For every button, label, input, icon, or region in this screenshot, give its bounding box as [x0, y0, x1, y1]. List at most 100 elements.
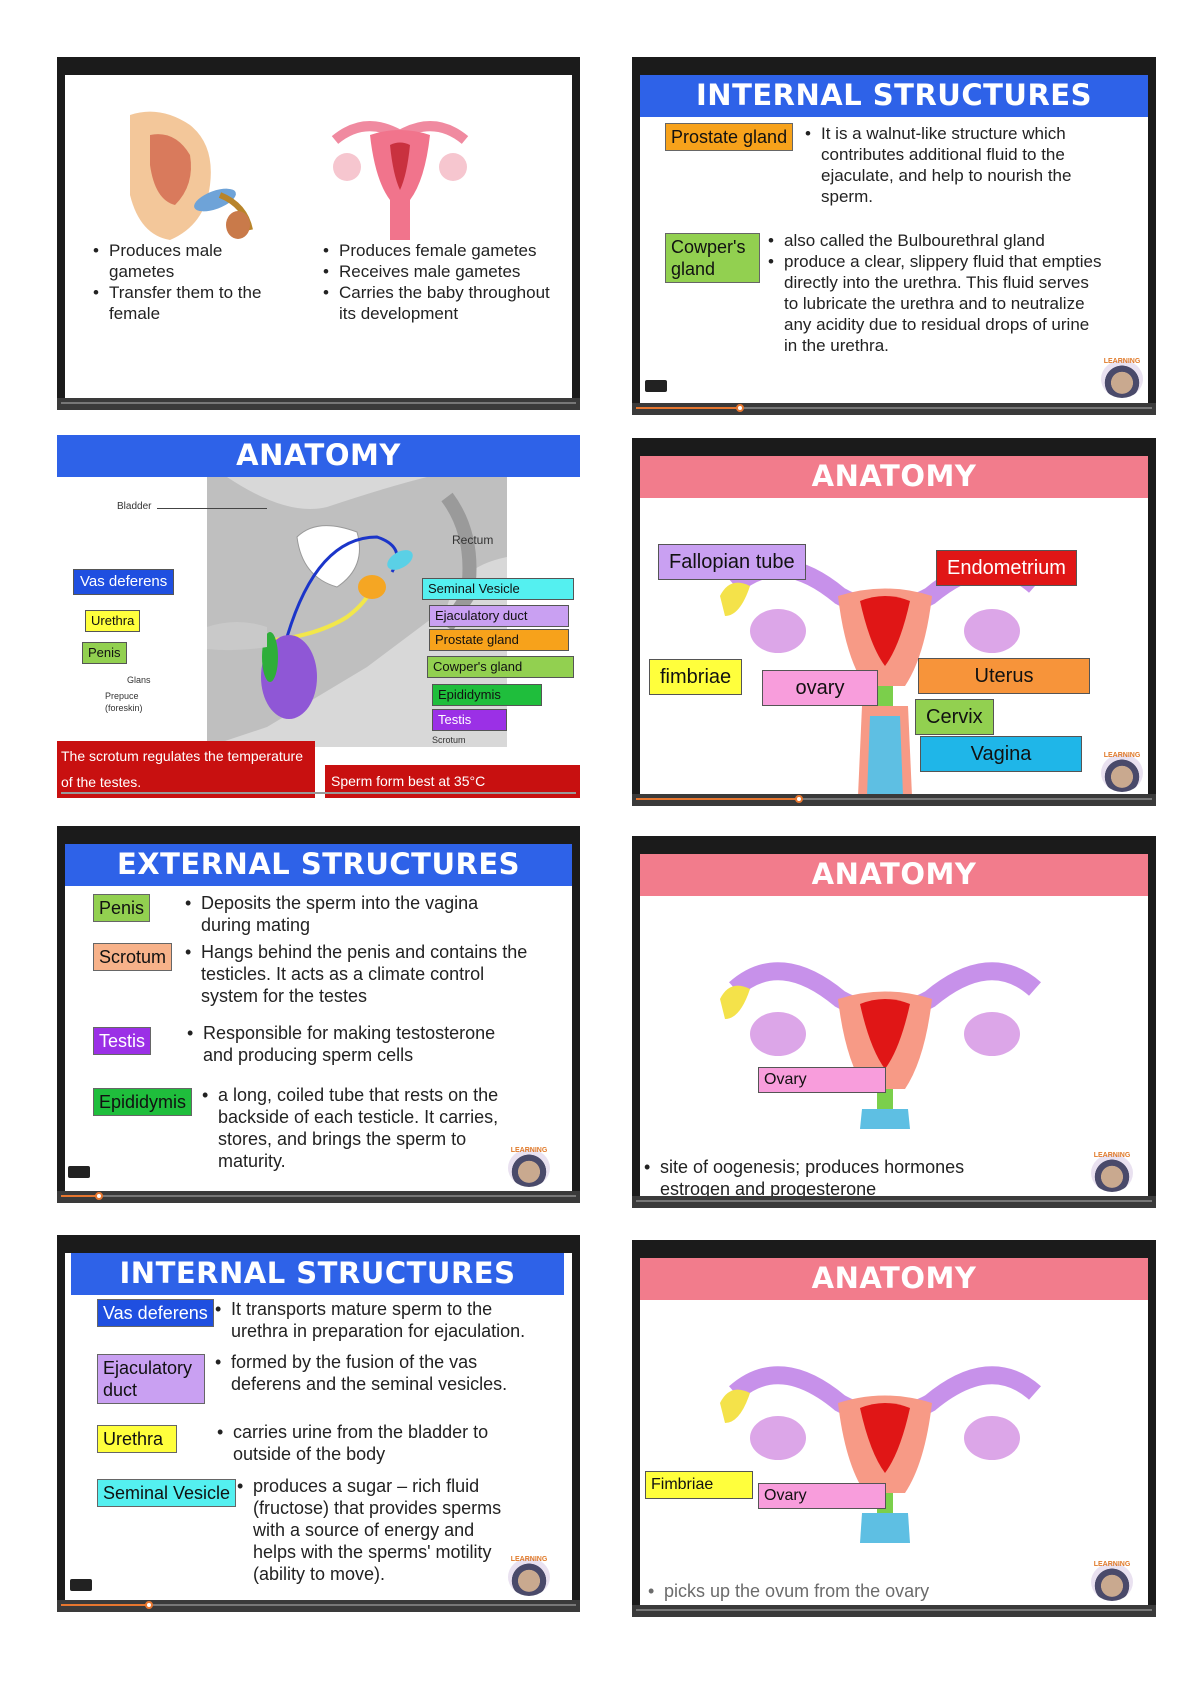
endometrium-label: Endometrium [936, 550, 1077, 586]
slide-content: Produces male gametes Transfer them to t… [65, 75, 572, 398]
scrotum-caption: The scrotum regulates the temperature of… [57, 741, 315, 798]
prepuce-label: Prepuce [105, 691, 139, 701]
learning-logo: LEARNING [1101, 358, 1143, 398]
video-progress-bar[interactable] [57, 398, 580, 410]
progress-handle[interactable] [95, 1192, 103, 1200]
learning-logo: LEARNING [1091, 1561, 1133, 1601]
uterus-label: Uterus [918, 658, 1090, 694]
epididymis-label: Epididymis [432, 684, 542, 706]
slide-title: ANATOMY [640, 1258, 1148, 1300]
caption-button[interactable] [70, 1579, 92, 1591]
slide-ovary: ANATOMY Ovary site of oogenesis; produce… [632, 836, 1156, 1208]
slide-content: EXTERNAL STRUCTURES Penis Deposits the s… [65, 844, 572, 1191]
video-progress-bar[interactable] [57, 1191, 580, 1203]
learning-logo: LEARNING [1091, 1152, 1133, 1192]
list-item: Responsible for making testosterone and … [187, 1022, 527, 1066]
rectum-label: Rectum [452, 533, 494, 547]
seminal-vesicle-label: Seminal Vesicle [97, 1479, 237, 1507]
cowpers-gland-description: also called the Bulbourethral gland prod… [768, 230, 1103, 356]
slide-content: INTERNAL STRUCTURES Vas deferens It tran… [65, 1253, 572, 1600]
male-reproductive-illustration [130, 111, 253, 241]
cowpers-gland-label: Cowper's gland [665, 233, 760, 283]
testis-label: Testis [432, 709, 507, 731]
penis-label: Penis [93, 894, 151, 922]
ovary-label: ovary [762, 670, 878, 706]
urethra-description: carries urine from the bladder to outsid… [217, 1421, 517, 1465]
list-item: produce a clear, slippery fluid that emp… [768, 251, 1103, 356]
video-progress-bar[interactable] [632, 794, 1156, 806]
epididymis-description: a long, coiled tube that rests on the ba… [202, 1084, 532, 1172]
list-item: It is a walnut-like structure which cont… [805, 123, 1105, 207]
slide-content: ANATOMY Ovary site of oogenesis; produce… [640, 854, 1148, 1196]
cowpers-gland-label: Cowper's gland [427, 656, 574, 678]
video-progress-bar[interactable] [632, 1605, 1156, 1617]
prostate-gland-label: Prostate gland [429, 629, 569, 651]
scrotum-label: Scrotum [432, 735, 466, 745]
scrotum-label: Scrotum [93, 943, 173, 971]
female-anatomy-diagram [720, 962, 1041, 1129]
scrotum-description: Hangs behind the penis and contains the … [185, 941, 535, 1007]
list-item: also called the Bulbourethral gland [768, 230, 1103, 251]
ejaculatory-duct-label: Ejaculatory duct [97, 1354, 205, 1404]
video-progress-bar[interactable] [632, 1196, 1156, 1208]
seminal-vesicle-label: Seminal Vesicle [422, 578, 574, 600]
list-item: It transports mature sperm to the urethr… [215, 1298, 545, 1342]
epididymis-label: Epididymis [93, 1088, 193, 1116]
male-anatomy-diagram [207, 477, 507, 747]
slide-title: INTERNAL STRUCTURES [640, 75, 1148, 117]
testis-label: Testis [93, 1027, 152, 1055]
list-item: Hangs behind the penis and contains the … [185, 941, 535, 1007]
learning-logo: LEARNING [508, 1147, 550, 1187]
slide-internal-structures-ducts: INTERNAL STRUCTURES Vas deferens It tran… [57, 1235, 580, 1612]
caption-button[interactable] [645, 380, 667, 392]
progress-handle[interactable] [736, 404, 744, 412]
caption-button[interactable] [68, 1166, 90, 1178]
fimbriae-label: fimbriae [649, 659, 743, 695]
glans-label: Glans [127, 675, 151, 685]
ovary-description: site of oogenesis; produces hormones est… [644, 1156, 1024, 1196]
seminal-vesicle-description: produces a sugar – rich fluid (fructose)… [237, 1475, 517, 1585]
slide-title: INTERNAL STRUCTURES [71, 1253, 564, 1295]
progress-handle[interactable] [795, 795, 803, 803]
male-function-list: Produces male gametes Transfer them to t… [93, 240, 283, 324]
vagina-label: Vagina [920, 736, 1082, 772]
list-item: Produces female gametes [323, 240, 553, 261]
urethra-label: Urethra [85, 610, 141, 632]
slide-content: ANATOMY Fallopian tube Endometrium fimbr… [640, 456, 1148, 794]
female-reproductive-illustration [331, 121, 469, 240]
ovary-label: Ovary [758, 1483, 886, 1509]
list-item: carries urine from the bladder to outsid… [217, 1421, 517, 1465]
cervix-label: Cervix [915, 699, 994, 735]
slide-title: ANATOMY [640, 854, 1148, 896]
vas-deferens-label: Vas deferens [73, 569, 175, 595]
vas-deferens-label: Vas deferens [97, 1299, 214, 1327]
foreskin-label: (foreskin) [105, 703, 143, 713]
video-progress-bar[interactable] [632, 403, 1156, 415]
slide-title: ANATOMY [640, 456, 1148, 498]
slide-external-structures: EXTERNAL STRUCTURES Penis Deposits the s… [57, 826, 580, 1203]
progress-handle[interactable] [145, 1601, 153, 1609]
penis-label: Penis [82, 642, 127, 664]
list-item: formed by the fusion of the vas deferens… [215, 1351, 525, 1395]
list-item: site of oogenesis; produces hormones est… [644, 1156, 1024, 1196]
slide-internal-structures-prostate: INTERNAL STRUCTURES Prostate gland It is… [632, 57, 1156, 415]
slide-fimbriae: ANATOMY Fimbriae Ovary picks up the ovum… [632, 1240, 1156, 1617]
female-anatomy-diagram [720, 1366, 1041, 1543]
list-item: Carries the baby throughout its developm… [323, 282, 553, 324]
learning-logo: LEARNING [1101, 752, 1143, 792]
slide-content: INTERNAL STRUCTURES Prostate gland It is… [640, 75, 1148, 403]
slide-title: ANATOMY [57, 435, 580, 477]
list-item: Produces male gametes [93, 240, 283, 282]
female-function-list: Produces female gametes Receives male ga… [323, 240, 553, 324]
fimbriae-description: picks up the ovum from the ovary [648, 1580, 1028, 1602]
slide-reproduction-overview: Produces male gametes Transfer them to t… [57, 57, 580, 410]
slide-female-anatomy: ANATOMY Fallopian tube Endometrium fimbr… [632, 438, 1156, 806]
video-progress-bar[interactable] [57, 790, 580, 798]
vas-deferens-description: It transports mature sperm to the urethr… [215, 1298, 545, 1342]
slide-title: EXTERNAL STRUCTURES [65, 844, 572, 886]
list-item: produces a sugar – rich fluid (fructose)… [237, 1475, 517, 1585]
learning-logo: LEARNING [508, 1556, 550, 1596]
slide-content: ANATOMY Fimbriae Ovary picks up the ovum… [640, 1258, 1148, 1605]
ejaculatory-duct-label: Ejaculatory duct [429, 605, 569, 627]
video-progress-bar[interactable] [57, 1600, 580, 1612]
